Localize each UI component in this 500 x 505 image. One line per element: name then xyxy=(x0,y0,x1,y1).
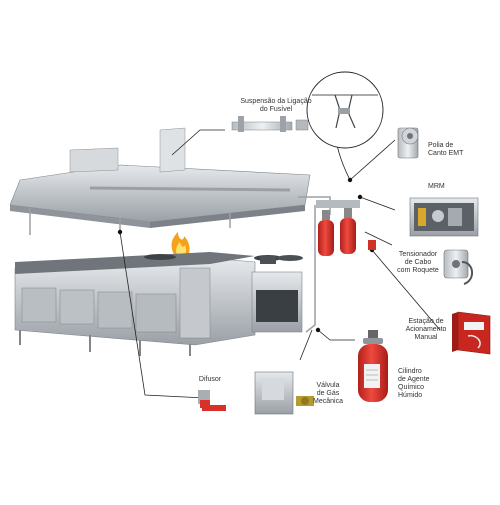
exhaust-hood xyxy=(9,127,311,235)
label-line: de Agente xyxy=(398,376,430,383)
label-line: Mecânica xyxy=(313,398,343,405)
fusible-link-detail-circle xyxy=(306,71,384,149)
label-mrm: MRM xyxy=(428,183,468,191)
label-line: com Roquete xyxy=(397,267,439,274)
label-line: Válvula xyxy=(316,382,340,389)
label-wet-chemical-cylinder: Cilindro de Agente Químico Húmido xyxy=(398,368,454,400)
hood-duct-left xyxy=(69,147,119,173)
label-line: Químico xyxy=(398,384,425,391)
label-line: MRM xyxy=(428,183,445,190)
label-line: Acionamento xyxy=(405,326,447,333)
label-line: Húmido xyxy=(398,392,423,399)
label-line: Difusor xyxy=(198,376,222,383)
fusible-link-suspension xyxy=(231,116,309,132)
label-line: Cilindro xyxy=(398,368,422,375)
manual-pull-station xyxy=(452,311,491,355)
agent-cylinders-small xyxy=(316,200,376,256)
label-manual-pull-station: Estação de Acionamento Manual xyxy=(398,318,454,342)
label-line: de Cabo xyxy=(404,259,432,266)
cooking-line xyxy=(14,252,303,356)
detection-piping xyxy=(298,196,331,333)
diffuser-nozzle xyxy=(198,390,226,411)
label-line: de Gás xyxy=(316,390,340,397)
cable-tensioner-ratchet xyxy=(443,249,473,285)
corner-pulley-icon xyxy=(397,127,419,159)
mechanical-gas-valve xyxy=(254,371,314,415)
label-line: Manual xyxy=(414,334,438,341)
mrm-release-module xyxy=(409,197,479,237)
label-diffuser: Difusor xyxy=(190,376,230,384)
label-cable-tensioner: Tensionador de Cabo com Roquete xyxy=(388,251,448,275)
fire-flame-icon xyxy=(171,232,190,258)
label-line: Tensionador xyxy=(398,251,438,258)
hood-duct-center xyxy=(159,127,186,173)
label-corner-pulley: Polia de Canto EMT xyxy=(428,142,484,158)
label-mechanical-gas-valve: Válvula de Gás Mecânica xyxy=(308,382,348,406)
label-line: Suspensão da Ligação xyxy=(240,98,312,105)
label-fusible-link: Suspensão da Ligação do Fusível xyxy=(226,98,326,114)
label-line: Polia de xyxy=(428,142,454,149)
label-line: Canto EMT xyxy=(428,150,464,157)
label-line: Estação de xyxy=(408,318,444,325)
label-line: do Fusível xyxy=(259,106,293,113)
wet-chemical-cylinder xyxy=(358,330,388,402)
